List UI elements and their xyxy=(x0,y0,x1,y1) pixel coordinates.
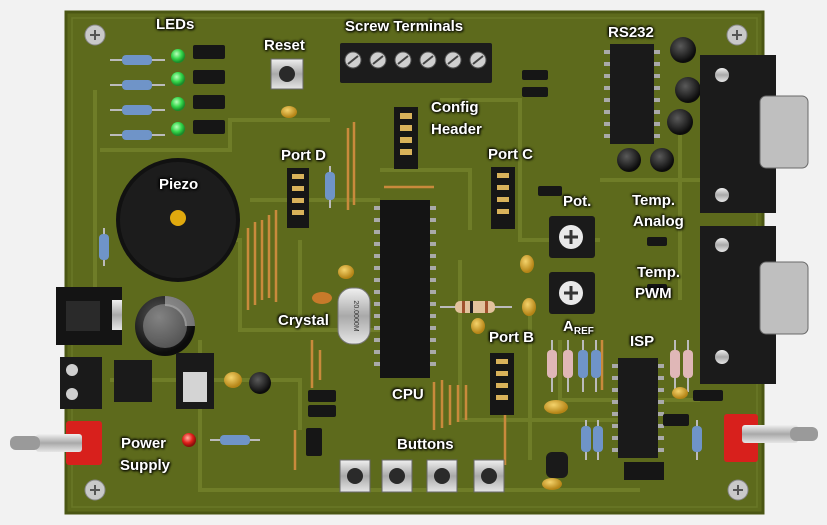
wire-jumpers xyxy=(246,122,604,470)
db9-connectors xyxy=(700,55,809,384)
label-pot: Pot. xyxy=(563,193,592,210)
port-d-header xyxy=(287,166,335,228)
right-toggle-switch xyxy=(724,414,818,462)
misc-resistors xyxy=(99,228,109,266)
small-jumpers xyxy=(522,70,667,293)
cpu-ic xyxy=(374,200,436,378)
jumpers-bottom xyxy=(306,390,336,456)
port-b-header xyxy=(490,353,514,415)
label-cpu: CPU xyxy=(392,386,424,403)
isp-ic xyxy=(612,358,723,480)
green-leds xyxy=(171,49,185,136)
resistor-aref xyxy=(440,301,512,334)
label-temp-pwm-line2: PWM xyxy=(635,285,672,302)
label-crystal: Crystal xyxy=(278,312,329,329)
rs232-capacitors xyxy=(617,37,701,172)
potentiometers xyxy=(520,216,595,316)
label-config-header-line2: Header xyxy=(431,121,482,138)
screw-terminals xyxy=(340,43,492,83)
config-header xyxy=(394,107,418,169)
label-temp-analog-line1: Temp. xyxy=(632,192,676,209)
pushbuttons xyxy=(339,452,568,493)
label-config-header-line1: Config xyxy=(431,99,479,116)
reset-button xyxy=(270,58,304,118)
aref-letter: A xyxy=(563,318,574,335)
label-piezo: Piezo xyxy=(159,176,199,193)
crystal-oscillator: 20.0000M xyxy=(312,265,371,345)
rs232-ic xyxy=(604,44,660,144)
crystal-marking: 20.0000M xyxy=(352,300,359,331)
power-jack xyxy=(56,287,122,345)
label-isp: ISP xyxy=(630,333,655,350)
port-c-header xyxy=(491,167,515,229)
label-power-supply-line1: Power xyxy=(121,435,167,452)
led-resistors xyxy=(110,55,165,140)
label-reset: Reset xyxy=(264,37,305,54)
power-components xyxy=(60,353,271,409)
left-toggle-switch xyxy=(10,421,102,465)
label-temp-pwm-line1: Temp. xyxy=(637,264,681,281)
power-led xyxy=(182,433,260,447)
label-aref: AREF xyxy=(563,318,594,337)
electrolytic-capacitor xyxy=(135,296,195,356)
label-screw-terminals: Screw Terminals xyxy=(345,18,464,35)
led-jumpers xyxy=(193,45,225,134)
piezo-buzzer xyxy=(116,158,240,282)
label-temp-analog-line2: Analog xyxy=(633,213,684,230)
label-port-c: Port C xyxy=(488,146,533,163)
label-port-d: Port D xyxy=(281,147,326,164)
isp-resistors xyxy=(542,340,702,490)
label-buttons: Buttons xyxy=(397,436,454,453)
label-port-b: Port B xyxy=(489,329,534,346)
label-power-supply-line2: Supply xyxy=(120,457,171,474)
label-leds: LEDs xyxy=(156,16,195,33)
mounting-holes xyxy=(84,24,749,501)
aref-subscript: REF xyxy=(573,326,594,337)
label-rs232: RS232 xyxy=(608,24,654,41)
